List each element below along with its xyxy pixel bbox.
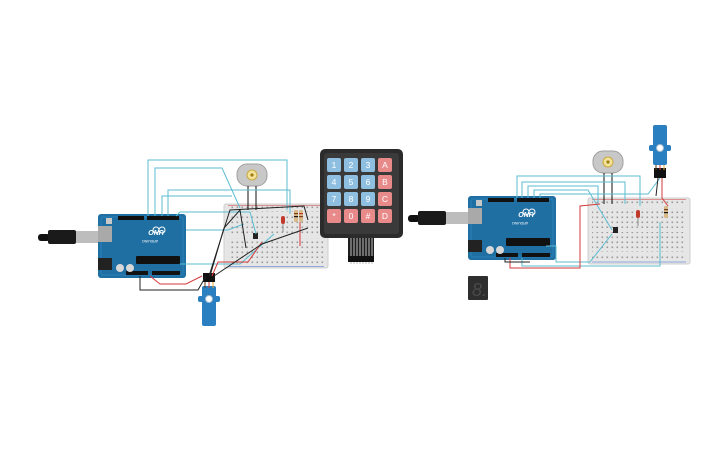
keypad-key-2-3[interactable]: C (378, 192, 392, 206)
dc-motor-right[interactable] (592, 150, 624, 204)
analog-header (152, 271, 180, 275)
led-right[interactable] (636, 210, 640, 226)
resistor-left-2[interactable] (299, 210, 303, 222)
keypad-key-3-0[interactable]: * (327, 209, 341, 223)
keypad-key-1-2[interactable]: 6 (361, 175, 375, 189)
keypad-key-label: 9 (366, 194, 371, 204)
keypad-key-label: 7 (332, 194, 337, 204)
keypad-key-0-1[interactable]: 2 (344, 158, 358, 172)
arduino-logo (152, 226, 166, 234)
resistor-left-1[interactable] (294, 210, 298, 222)
servo-motor-left[interactable] (198, 273, 220, 326)
keypad-key-label: D (382, 211, 388, 221)
keypad-key-0-2[interactable]: 3 (361, 158, 375, 172)
transistor-right[interactable] (613, 227, 618, 233)
right-circuit: UNO ARDUINO (408, 125, 691, 300)
keypad-key-label: A (382, 160, 388, 170)
keypad-keys: 1 2 3 A 4 5 6 B 7 8 9 C * 0 # D (327, 158, 392, 223)
digital-header-right-2 (488, 198, 514, 202)
keypad-key-1-3[interactable]: B (378, 175, 392, 189)
arduino-uno-right[interactable]: UNO ARDUINO (468, 196, 556, 260)
left-circuit: UNO ARDUINO (38, 159, 329, 326)
keypad-key-0-3[interactable]: A (378, 158, 392, 172)
keypad-key-0-0[interactable]: 1 (327, 158, 341, 172)
keypad-key-label: B (382, 177, 388, 187)
keypad-key-label: * (332, 211, 336, 221)
keypad-4x4[interactable]: 1 2 3 A 4 5 6 B 7 8 9 C * 0 # D (320, 149, 403, 264)
keypad-key-3-1[interactable]: 0 (344, 209, 358, 223)
keypad-key-label: 2 (349, 160, 354, 170)
keypad-key-2-2[interactable]: 9 (361, 192, 375, 206)
keypad-key-label: 1 (332, 160, 337, 170)
atmega-chip (136, 256, 180, 264)
arduino-logo-right (522, 208, 536, 216)
transistor-left[interactable] (253, 233, 258, 239)
dc-motor-left[interactable] (236, 163, 268, 210)
resistor-right[interactable] (664, 206, 668, 218)
brand-label-right: ARDUINO (512, 221, 528, 225)
digital-header-2 (118, 216, 144, 220)
breadboard-right[interactable] (587, 197, 691, 265)
usb-cable-left[interactable] (38, 230, 98, 244)
brand-label: ARDUINO (142, 239, 158, 243)
usb-cable-right[interactable] (408, 211, 468, 225)
seven-segment-digit: 8. (472, 280, 487, 300)
keypad-key-label: 5 (349, 177, 354, 187)
keypad-key-label: 4 (332, 177, 337, 187)
wires-left[interactable] (139, 159, 309, 291)
keypad-key-label: 3 (366, 160, 371, 170)
keypad-key-2-0[interactable]: 7 (327, 192, 341, 206)
arduino-uno-left[interactable]: UNO ARDUINO (98, 214, 186, 278)
keypad-key-3-3[interactable]: D (378, 209, 392, 223)
board-label: UNO (148, 228, 164, 235)
seven-segment-display[interactable]: 8. (468, 276, 488, 300)
board-label-right: UNO (518, 210, 534, 217)
digital-header-right (517, 198, 549, 202)
keypad-key-label: # (366, 211, 371, 221)
keypad-key-1-1[interactable]: 5 (344, 175, 358, 189)
keypad-key-label: 8 (349, 194, 354, 204)
digital-header (147, 216, 179, 220)
keypad-key-1-0[interactable]: 4 (327, 175, 341, 189)
atmega-chip-right (506, 238, 550, 246)
keypad-key-label: C (382, 194, 388, 204)
power-header (126, 271, 148, 275)
keypad-key-label: 6 (366, 177, 371, 187)
wires-right[interactable] (504, 175, 669, 269)
keypad-key-2-1[interactable]: 8 (344, 192, 358, 206)
servo-motor-right[interactable] (649, 125, 671, 178)
keypad-key-label: 0 (349, 211, 354, 221)
keypad-key-3-2[interactable]: # (361, 209, 375, 223)
led-left[interactable] (281, 216, 285, 232)
